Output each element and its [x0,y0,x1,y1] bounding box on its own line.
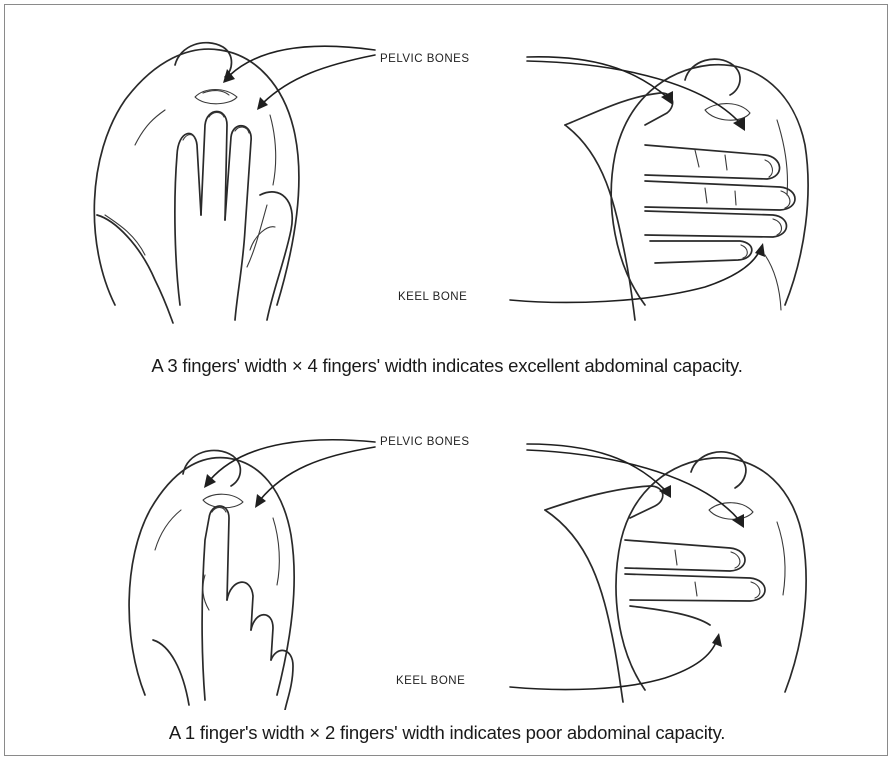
hen-rear-view-left [129,450,294,695]
hand-two-fingers [545,486,765,702]
hand-one-finger [153,506,293,710]
panel-excellent-capacity: PELVIC BONES KEEL BONE A 3 fingers' widt… [5,5,889,385]
pelvic-bones-label: PELVIC BONES [377,53,473,65]
diagram-frame: PELVIC BONES KEEL BONE A 3 fingers' widt… [4,4,888,756]
hen-rear-view-left [94,43,299,305]
hand-three-fingers [97,112,292,324]
pelvic-bones-pointers [223,46,745,131]
pelvic-bones-pointers [204,440,744,528]
caption-excellent: A 3 fingers' width × 4 fingers' width in… [5,355,889,377]
caption-poor: A 1 finger's width × 2 fingers' width in… [5,722,889,744]
hand-four-fingers [565,93,795,320]
pelvic-bones-label: PELVIC BONES [377,436,473,448]
hen-side-view-right [616,452,806,692]
keel-bone-label: KEEL BONE [393,675,468,687]
keel-bone-label: KEEL BONE [395,291,470,303]
panel-poor-capacity: PELVIC BONES KEEL BONE A 1 finger's widt… [5,400,889,757]
keel-bone-pointer [510,633,722,690]
